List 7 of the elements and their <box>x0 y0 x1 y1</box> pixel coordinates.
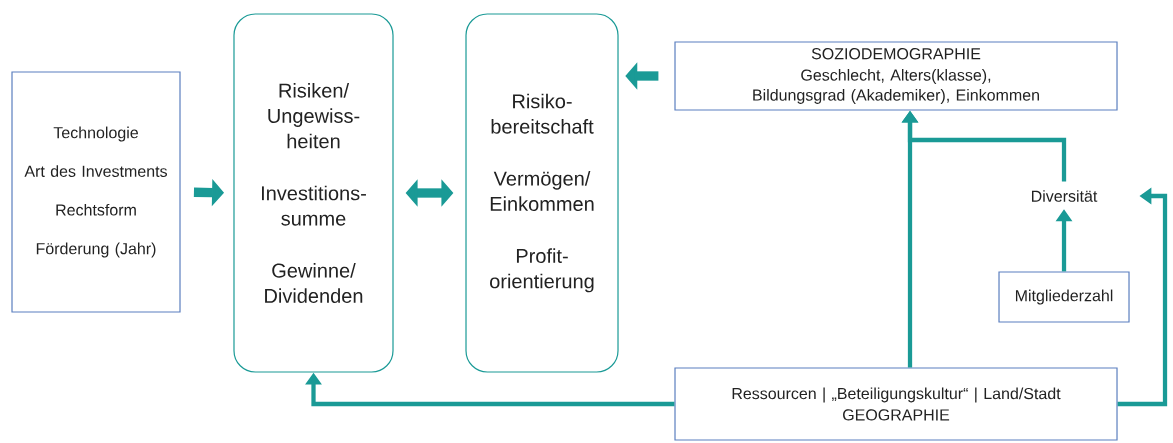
factor-box: Ressourcen | „Beteiligungskultur“ | Land/Stadt GEOGRAPHIE <box>674 367 1118 441</box>
node-label: Diversität <box>1032 190 1098 202</box>
factor-box: SOZIODEMOGRAPHIE Geschlecht, Alters(klasse), Bildungsgrad (Akademiker), Einkommen <box>674 41 1118 111</box>
rounded-box: Risiken/ Ungewiss- heiten Investitions- summe Gewinne/ Dividenden <box>233 13 394 373</box>
factor-box: Mitgliederzahl <box>998 271 1130 323</box>
factor-box: Technologie Art des Investments Rechtsform Förderung (Jahr) <box>11 71 181 313</box>
rounded-box: Risiko- bereitschaft Vermögen/ Einkommen Profit- orientierung <box>465 13 619 373</box>
